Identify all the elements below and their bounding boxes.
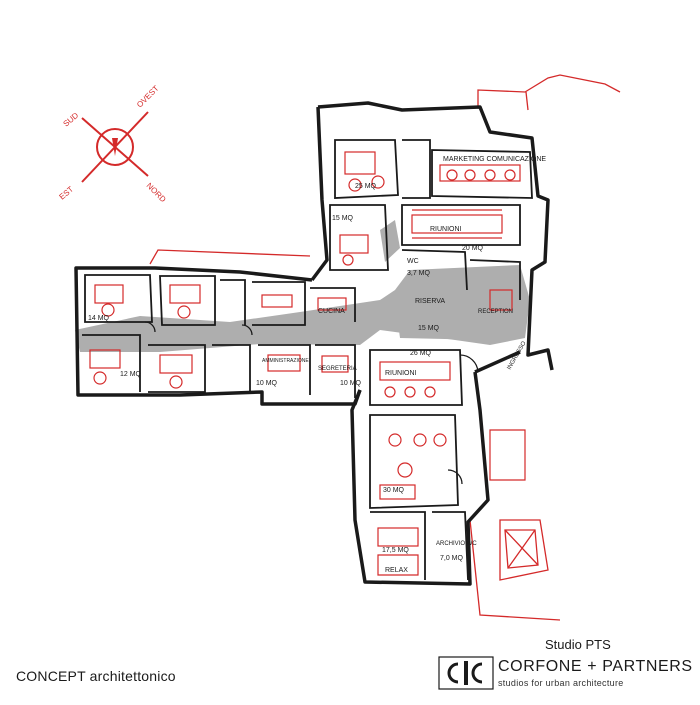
- room-label-riunioni-north: RIUNIONI: [430, 226, 462, 233]
- room-label-marketing: MARKETING COMUNICAZIONE: [443, 156, 546, 163]
- compass-label-sud: SUD: [62, 111, 81, 129]
- area-label: 3,7 MQ: [407, 270, 431, 277]
- room-label-segreteria: SEGRETERIA: [318, 366, 357, 372]
- compass-label-est: EST: [58, 185, 76, 202]
- area-label: 7,0 MQ: [440, 555, 464, 562]
- area-label: 17,5 MQ: [382, 547, 409, 554]
- interior-walls: [82, 139, 533, 581]
- area-label: 10 MQ: [256, 380, 278, 387]
- area-label: 15 MQ: [332, 215, 354, 222]
- area-label: 12 MQ: [120, 371, 142, 378]
- site-lines: [149, 74, 621, 621]
- room-label-reception: RECEPTION: [478, 309, 513, 315]
- room-label-archivio-wc: ARCHIVIO WC: [436, 541, 477, 547]
- compass-rose: SUD OVEST NORD EST: [58, 84, 168, 204]
- compass-label-nord: NORD: [145, 181, 168, 204]
- area-labels: 25 MQ 15 MQ 20 MQ 3,7 MQ 14 MQ 12 MQ 10 …: [88, 183, 484, 562]
- area-label: 15 MQ: [418, 325, 440, 332]
- brand-tagline: studios for urban architecture: [498, 678, 624, 688]
- furniture-sketches: [89, 151, 526, 576]
- brand-block: CORFONE + PARTNERS studios for urban arc…: [438, 656, 700, 690]
- area-label: 26 MQ: [410, 350, 432, 357]
- room-label-riunioni-south: RIUNIONI: [385, 370, 417, 377]
- studio-title: Studio PTS: [545, 637, 611, 652]
- room-label-riserva: RISERVA: [415, 298, 445, 305]
- brand-name: CORFONE + PARTNERS: [498, 658, 693, 675]
- area-label: 30 MQ: [383, 487, 405, 494]
- area-label: 10 MQ: [340, 380, 362, 387]
- area-label: 14 MQ: [88, 315, 110, 322]
- building-outline: [74, 101, 554, 586]
- concept-caption: CONCEPT architettonico: [16, 668, 176, 684]
- doors: [144, 321, 479, 485]
- room-label-cucina: CUCINA: [318, 308, 345, 315]
- room-label-relax: RELAX: [385, 567, 408, 574]
- corridors: [75, 220, 530, 352]
- area-label: 20 MQ: [462, 245, 484, 252]
- area-label: 25 MQ: [355, 183, 377, 190]
- room-label-amministrazione: AMMINISTRAZIONE: [262, 358, 309, 364]
- room-label-wc-north: WC: [407, 258, 419, 265]
- compass-label-ovest: OVEST: [135, 84, 161, 110]
- corfone-logo-icon: [438, 656, 494, 690]
